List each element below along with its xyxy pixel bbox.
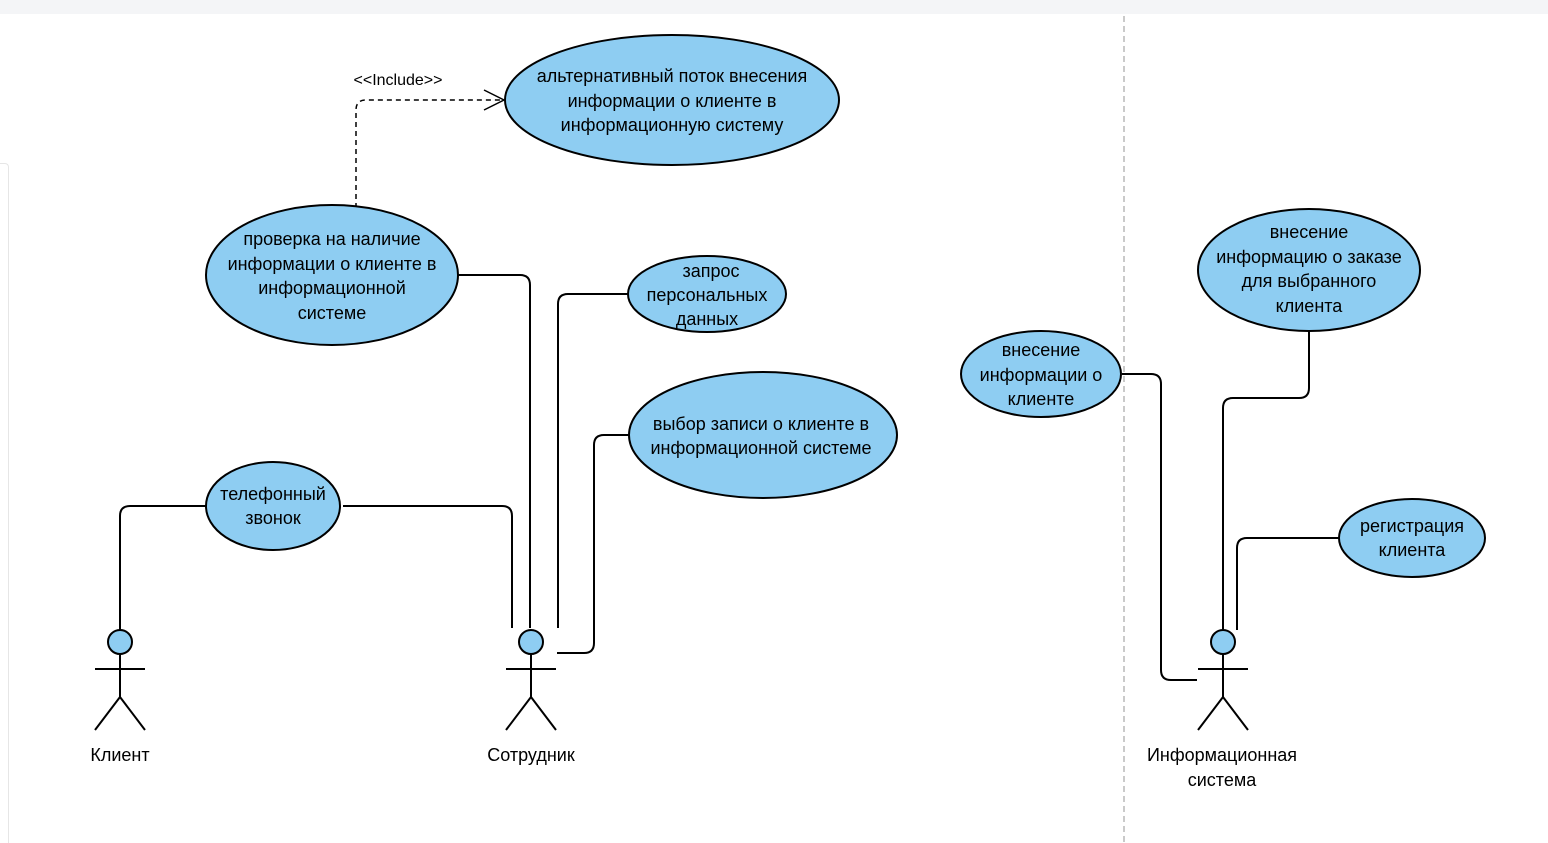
use-case-enter-order-line-2: информацию о заказе — [1216, 247, 1402, 267]
actor-client[interactable]: Клиент — [90, 629, 150, 765]
use-case-alt-flow[interactable]: альтернативный поток внесения информации… — [504, 34, 840, 166]
use-case-phone-line-1: телефонный — [220, 484, 326, 504]
connector-enter-client-system[interactable] — [1122, 373, 1197, 681]
use-case-request-line-1: запрос — [682, 261, 739, 281]
use-case-enter-order[interactable]: внесение информацию о заказе для выбранн… — [1197, 208, 1421, 332]
use-case-check-line-3: информационной — [258, 278, 406, 298]
top-toolbar-strip — [0, 0, 1548, 14]
use-case-enter-client-line-3: клиенте — [1008, 389, 1075, 409]
use-case-phone[interactable]: телефонный звонок — [205, 461, 341, 551]
use-case-enter-order-line-1: внесение — [1270, 222, 1349, 242]
use-case-enter-client-line-2: информации о — [980, 365, 1103, 385]
use-case-enter-client-line-1: внесение — [1002, 340, 1081, 360]
connector-phone-employee[interactable] — [343, 505, 513, 628]
use-case-register[interactable]: регистрация клиента — [1338, 498, 1486, 578]
actor-employee-icon — [518, 629, 544, 655]
use-case-alt-flow-line-2: информации о клиенте в — [568, 91, 777, 111]
use-case-phone-line-2: звонок — [245, 508, 301, 528]
use-case-request-line-3: данных — [676, 309, 738, 329]
connector-select-employee[interactable] — [557, 434, 630, 654]
use-case-alt-flow-line-1: альтернативный поток внесения — [537, 66, 807, 86]
connector-check-employee[interactable] — [458, 274, 531, 628]
use-case-request[interactable]: запрос персональных данных — [627, 255, 787, 333]
actor-employee[interactable]: Сотрудник — [487, 629, 575, 765]
connector-order-system[interactable] — [1222, 331, 1310, 630]
actor-system-label-line-1: Информационная — [1147, 745, 1297, 765]
use-case-select[interactable]: выбор записи о клиенте в информационной … — [628, 371, 898, 499]
use-case-check-line-2: информации о клиенте в — [228, 254, 437, 274]
actor-system-label-line-2: система — [1188, 770, 1257, 790]
actor-client-icon — [107, 629, 133, 655]
use-case-check[interactable]: проверка на наличие информации о клиенте… — [205, 204, 459, 346]
use-case-select-line-1: выбор записи о клиенте в — [653, 414, 869, 434]
connector-request-employee[interactable] — [557, 293, 628, 628]
connector-phone-client[interactable] — [119, 505, 207, 630]
actor-employee-label: Сотрудник — [487, 745, 575, 765]
use-case-select-line-2: информационной системе — [650, 438, 871, 458]
include-stereotype-label: <<Include>> — [354, 72, 443, 89]
use-case-check-line-1: проверка на наличие — [243, 229, 420, 249]
use-case-enter-order-line-4: клиента — [1276, 296, 1344, 316]
actor-client-label: Клиент — [90, 745, 149, 765]
use-case-check-line-4: системе — [298, 303, 367, 323]
left-panel-edge — [0, 163, 9, 843]
actor-information-system[interactable]: Информационная система — [1147, 629, 1297, 790]
use-case-register-line-2: клиента — [1379, 540, 1447, 560]
include-connector[interactable] — [355, 99, 502, 208]
connector-register-system[interactable] — [1236, 537, 1339, 630]
use-case-enter-order-line-3: для выбранного — [1242, 271, 1377, 291]
use-case-alt-flow-line-3: информационную систему — [561, 115, 784, 135]
use-case-register-line-1: регистрация — [1360, 516, 1464, 536]
actor-system-icon — [1210, 629, 1236, 655]
use-case-enter-client[interactable]: внесение информации о клиенте — [960, 330, 1122, 418]
use-case-request-line-2: персональных — [647, 285, 768, 305]
